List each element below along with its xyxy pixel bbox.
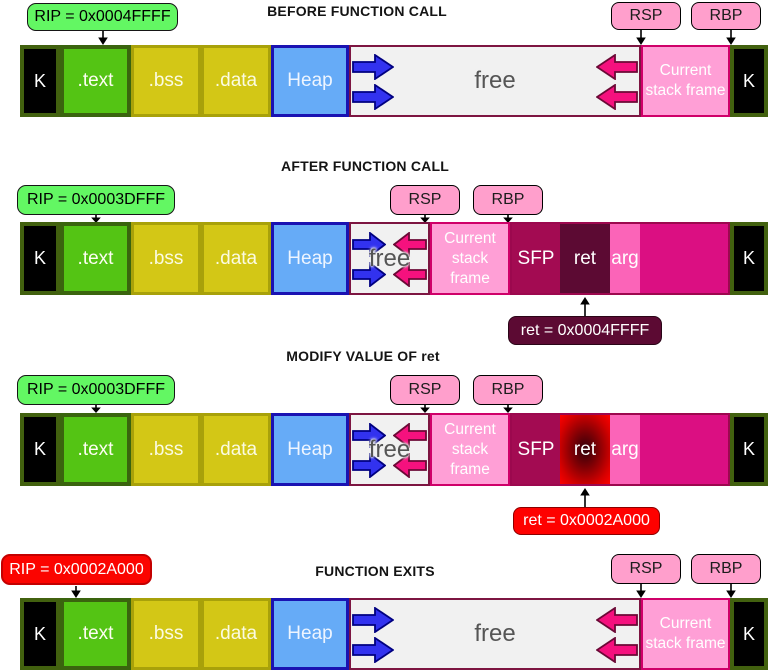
arg-cell: arg — [610, 224, 640, 293]
heap-growth-arrow-icon — [352, 262, 386, 287]
stack-growth-arrow-icon — [393, 232, 427, 257]
stack-growth-arrow-icon — [596, 54, 638, 80]
bss-segment-cell: .bss — [131, 413, 201, 486]
pointer-arrow-icon — [420, 215, 430, 223]
rip-register-badge: RIP = 0x0004FFFF — [27, 3, 178, 31]
text-segment-cell: .text — [60, 222, 131, 295]
rsp-register-badge: RSP — [390, 185, 460, 215]
data-segment-cell: .data — [201, 598, 271, 670]
pointer-arrow-icon — [636, 584, 646, 598]
pointer-arrow-icon — [580, 488, 590, 507]
stack-growth-arrow-icon — [393, 453, 427, 478]
kernel-cell: K — [20, 45, 60, 117]
heap-cell: Heap — [271, 45, 349, 117]
pointer-arrow-icon — [71, 586, 81, 598]
pointer-arrow-icon — [91, 405, 101, 413]
bss-segment-cell: .bss — [131, 45, 201, 117]
step-title: BEFORE FUNCTION CALL — [267, 3, 447, 19]
text-segment-cell: .text — [60, 413, 131, 486]
stack-frame-cell: Current stack frame — [641, 45, 730, 117]
data-segment-cell: .data — [201, 413, 271, 486]
kernel-cell: K — [730, 222, 768, 295]
stack-rest-cell — [640, 224, 728, 293]
kernel-cell: K — [730, 413, 768, 486]
kernel-cell: K — [20, 598, 60, 670]
step-title: AFTER FUNCTION CALL — [281, 158, 449, 174]
pointer-arrow-icon — [726, 584, 736, 598]
pointer-arrow-icon — [503, 215, 513, 223]
step-title: FUNCTION EXITS — [315, 563, 435, 579]
rbp-register-badge: RBP — [473, 375, 543, 405]
ret-cell-modified: ret — [560, 415, 610, 484]
heap-growth-arrow-icon — [352, 232, 386, 257]
ret-value-badge: ret = 0x0002A000 — [513, 507, 660, 535]
sfp-cell: SFP — [512, 415, 560, 484]
stack-growth-arrow-icon — [596, 607, 638, 633]
pointer-arrow-icon — [580, 297, 590, 316]
ret-value-badge: ret = 0x0004FFFF — [508, 316, 662, 345]
rbp-register-badge: RBP — [473, 185, 543, 215]
data-segment-cell: .data — [201, 222, 271, 295]
stack-growth-arrow-icon — [596, 84, 638, 110]
heap-cell: Heap — [271, 598, 349, 670]
kernel-cell: K — [20, 413, 60, 486]
heap-growth-arrow-icon — [352, 423, 386, 448]
pointer-arrow-icon — [91, 215, 101, 223]
heap-cell: Heap — [271, 413, 349, 486]
stack-rest-cell — [640, 415, 728, 484]
kernel-cell: K — [20, 222, 60, 295]
text-segment-cell: .text — [60, 598, 131, 670]
heap-cell: Heap — [271, 222, 349, 295]
text-segment-cell: .text — [60, 45, 131, 117]
stack-region: SFP ret arg — [510, 413, 730, 486]
rip-register-badge: RIP = 0x0002A000 — [1, 554, 152, 585]
data-segment-cell: .data — [201, 45, 271, 117]
pointer-arrow-icon — [503, 405, 513, 413]
rsp-register-badge: RSP — [611, 2, 681, 30]
rip-register-badge: RIP = 0x0003DFFF — [17, 375, 175, 405]
rsp-register-badge: RSP — [390, 375, 460, 405]
free-memory-cell: free — [349, 222, 430, 295]
stack-growth-arrow-icon — [596, 637, 638, 663]
heap-growth-arrow-icon — [352, 54, 394, 80]
stack-growth-arrow-icon — [393, 423, 427, 448]
sfp-cell: SFP — [512, 224, 560, 293]
free-label: free — [368, 244, 411, 272]
kernel-cell: K — [730, 598, 768, 670]
free-label: free — [474, 620, 516, 647]
free-memory-cell: free — [349, 598, 641, 670]
stack-region: SFP ret arg — [510, 222, 730, 295]
free-label: free — [368, 435, 411, 463]
rbp-register-badge: RBP — [691, 554, 761, 584]
bss-segment-cell: .bss — [131, 598, 201, 670]
free-memory-cell: free — [349, 413, 430, 486]
arg-cell: arg — [610, 415, 640, 484]
ret-cell: ret — [560, 224, 610, 293]
pointer-arrow-icon — [726, 30, 736, 45]
rbp-register-badge: RBP — [691, 2, 761, 30]
heap-growth-arrow-icon — [352, 637, 394, 663]
rsp-register-badge: RSP — [611, 554, 681, 584]
stack-frame-cell: Current stack frame — [430, 222, 510, 295]
free-memory-cell: free — [349, 45, 641, 117]
bss-segment-cell: .bss — [131, 222, 201, 295]
stack-frame-cell: Current stack frame — [641, 598, 730, 670]
stack-growth-arrow-icon — [393, 262, 427, 287]
heap-growth-arrow-icon — [352, 607, 394, 633]
pointer-arrow-icon — [636, 30, 646, 45]
free-label: free — [474, 67, 516, 94]
kernel-cell: K — [730, 45, 768, 117]
heap-growth-arrow-icon — [352, 453, 386, 478]
pointer-arrow-icon — [420, 405, 430, 413]
stack-frame-cell: Current stack frame — [430, 413, 510, 486]
heap-growth-arrow-icon — [352, 84, 394, 110]
pointer-arrow-icon — [98, 31, 108, 45]
rip-register-badge: RIP = 0x0003DFFF — [17, 185, 175, 215]
step-title: MODIFY VALUE OF ret — [286, 348, 440, 364]
